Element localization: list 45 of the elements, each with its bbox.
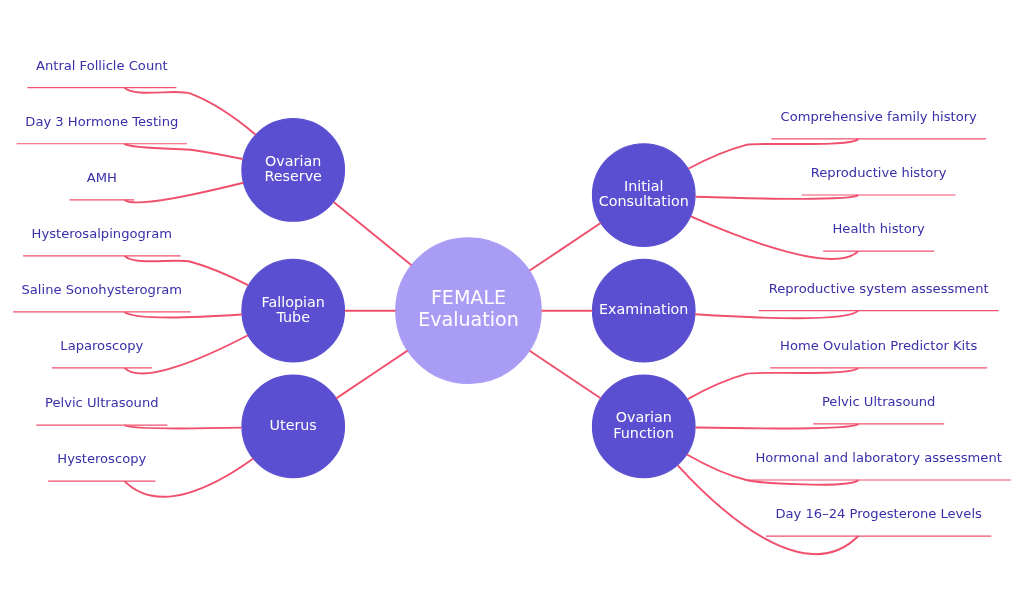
connector [123, 142, 244, 160]
node-text: Day 16–24 Progesterone Levels [775, 505, 982, 521]
node-circle: Uterus [241, 374, 346, 479]
node-text: Antral Follicle Count [35, 57, 168, 73]
node-circle: FEMALE Evaluation [395, 237, 542, 384]
connector [686, 453, 860, 486]
node-text: Reproductive history [810, 164, 947, 180]
connector [123, 254, 250, 287]
connector [687, 138, 860, 170]
connector [540, 309, 594, 312]
connector [694, 194, 860, 200]
connector [123, 334, 249, 375]
node-text: Laparoscopy [60, 337, 144, 353]
connector [335, 349, 409, 400]
node-text: Hysterosalpingogram [31, 225, 173, 241]
connector [694, 309, 860, 320]
connector [686, 366, 860, 401]
connector [676, 464, 860, 556]
connector [694, 423, 860, 430]
node-text: Day 3 Hormone Testing [25, 113, 179, 129]
connector [332, 200, 413, 267]
node-text: Hormonal and laboratory assessment [755, 449, 1002, 465]
connector [123, 310, 243, 319]
connector [123, 457, 255, 498]
connector [123, 424, 243, 430]
node-text: Pelvic Ultrasound [45, 395, 159, 411]
node-circle: Ovarian Function [591, 374, 696, 479]
connector [528, 222, 602, 272]
node-circle: Ovarian Reserve [241, 118, 346, 222]
node-circle: Initial Consultation [591, 143, 696, 247]
node-text: Home Ovulation Predictor Kits [780, 337, 978, 353]
connector [689, 215, 860, 260]
connector [123, 181, 245, 204]
connector [343, 309, 397, 312]
node-text: Pelvic Ultrasound [821, 393, 936, 409]
node-text: Comprehensive family history [780, 108, 977, 124]
node-text: Reproductive system assessment [768, 280, 989, 296]
node-text: AMH [86, 169, 117, 185]
node-circle: Fallopian Tube [241, 258, 346, 363]
node-circle: Examination [591, 258, 696, 363]
connector [123, 86, 257, 136]
connector [528, 349, 602, 400]
node-text: Health history [832, 220, 925, 236]
node-text: Hysteroscopy [57, 451, 147, 467]
node-text: Saline Sonohysterogram [21, 281, 183, 297]
